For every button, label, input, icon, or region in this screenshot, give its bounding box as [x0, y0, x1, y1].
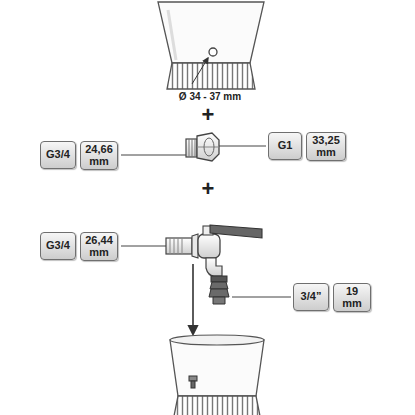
label-holder: Ø 34 - 37 mm	[179, 91, 241, 102]
barrel-top	[158, 2, 264, 89]
plus-sign: +	[202, 102, 215, 128]
badge-text: 33,25 mm	[310, 135, 342, 158]
badge-text: 19 mm	[337, 286, 367, 309]
size-badge: G3/4	[40, 141, 76, 169]
barrel-bottom	[170, 335, 264, 415]
reducer-adapter	[121, 133, 266, 161]
badge-text: 3/4”	[301, 291, 322, 303]
badge-text: G3/4	[46, 149, 70, 161]
size-badge: 33,25 mm	[306, 132, 346, 161]
label-holder: +	[202, 176, 215, 202]
badge-text: G1	[278, 140, 293, 152]
size-badge: G1	[268, 132, 302, 160]
badge-text: 24,66 mm	[84, 144, 114, 167]
size-badge: 24,66 mm	[80, 141, 118, 170]
size-badge: 3/4”	[293, 283, 329, 311]
dimension-label: Ø 34 - 37 mm	[179, 91, 241, 102]
assembly-arrow	[192, 264, 194, 334]
label-holder: +	[202, 102, 215, 128]
badge-text: G3/4	[46, 240, 70, 252]
size-badge: 26,44 mm	[80, 232, 118, 261]
size-badge: G3/4	[40, 232, 76, 260]
size-badge: 19 mm	[333, 283, 371, 312]
badge-text: 26,44 mm	[84, 235, 114, 258]
garden-tap	[121, 225, 291, 304]
plus-sign: +	[202, 176, 215, 202]
